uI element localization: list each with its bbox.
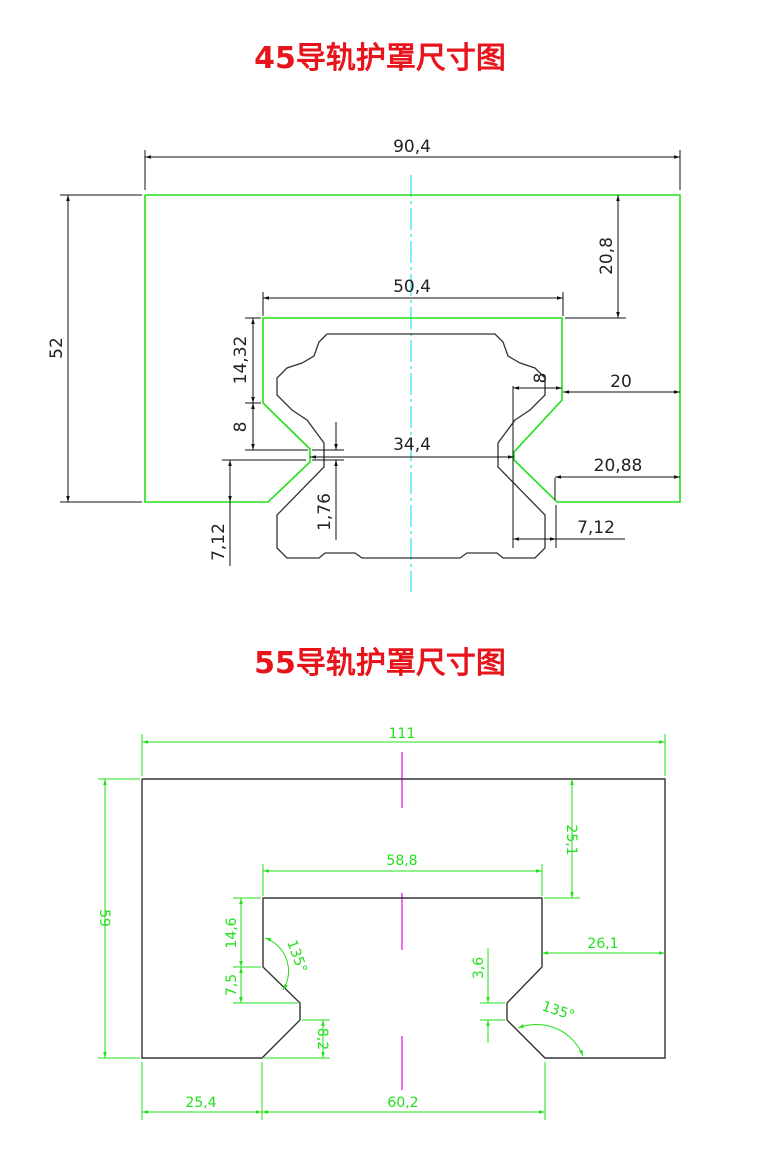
cover-outline: [144, 194, 681, 503]
dim-right-side-width: 26,1: [587, 936, 618, 952]
dim-right-small: 8: [531, 373, 551, 384]
dim-throat-gap: 3,6: [471, 957, 487, 979]
dim-overall-width: 111: [389, 726, 416, 742]
dim-inner-width: 58,8: [386, 853, 417, 869]
dim-overall-width: 90,4: [393, 137, 431, 157]
dim-throat-gap: 1,76: [315, 493, 335, 531]
dim-left-lower-height: 7,12: [209, 523, 229, 561]
dim-inner-upper-height: 14,6: [224, 917, 240, 948]
dim-right-lower-offset: 7,12: [577, 518, 615, 538]
dim-right-side-width: 20: [610, 372, 632, 392]
dim-throat-width: 34,4: [393, 435, 431, 455]
drawing-55: 111 59 25,1 58,8 14,6 7,5 135° 3,6 26,1 …: [96, 726, 666, 1120]
dim-top-right-height: 25,1: [563, 824, 579, 855]
dim-top-right-height: 20,8: [597, 237, 617, 275]
dim-bottom-opening-width: 60,2: [387, 1095, 418, 1111]
dim-lower-bevel-height: 8,2: [314, 1028, 330, 1050]
drawing-55-title: 55导轨护罩尺寸图: [254, 646, 506, 681]
dim-right-angle: 135°: [540, 999, 577, 1025]
dim-overall-height: 52: [47, 337, 67, 359]
dim-overall-height: 59: [96, 909, 112, 927]
dim-inner-width: 50,4: [393, 277, 431, 297]
cover-outline: [141, 778, 666, 1059]
dim-inner-upper-height: 14,32: [231, 336, 251, 385]
dim-inner-bevel-height: 8: [231, 422, 251, 433]
dim-left-foot-width: 25,4: [185, 1095, 216, 1111]
angle-arc-left: [264, 937, 290, 991]
drawing-45-title: 45导轨护罩尺寸图: [254, 41, 506, 76]
dim-right-bottom-width: 20,88: [594, 456, 643, 476]
rail-profile: [276, 333, 546, 559]
drawing-45: 90,4 52 20,8 50,4 14,32 8 34,4 1,76 7,12…: [47, 137, 681, 592]
dim-left-angle: 135°: [283, 938, 310, 975]
dim-inner-bevel-height: 7,5: [224, 974, 240, 996]
angle-arc-right: [517, 1023, 584, 1057]
